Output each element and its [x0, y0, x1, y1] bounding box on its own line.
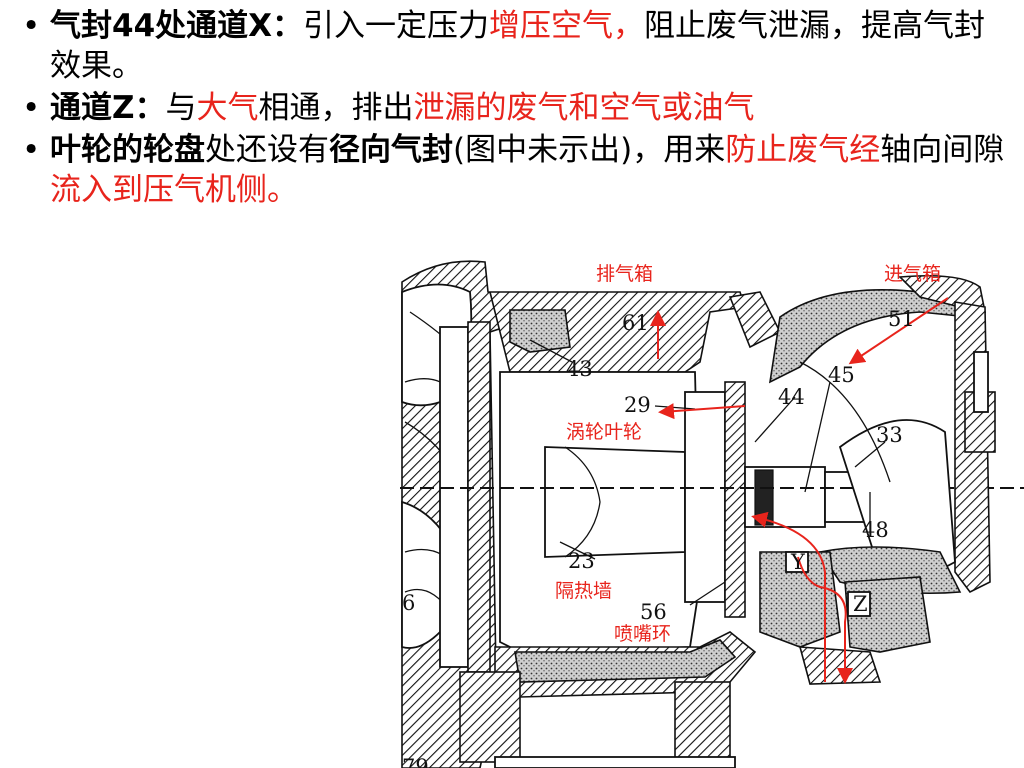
- seg: 叶轮的轮盘: [50, 132, 205, 168]
- bullet-item-seal-x: • 气封44处通道X：引入一定压力增压空气，阻止废气泄漏，提高气封效果。: [10, 6, 1014, 86]
- seg: 轴向间隙: [880, 132, 1005, 168]
- seg: 阻止废气泄漏，提高气封效果。: [50, 8, 986, 84]
- part-number-51: 51: [888, 307, 915, 331]
- seg: 泄漏的废气和空气或油气: [413, 90, 755, 126]
- part-number-61: 61: [622, 311, 649, 335]
- label-turbine-wheel: 涡轮叶轮: [566, 421, 642, 443]
- part-number-45: 45: [828, 363, 855, 387]
- bullet-dot: •: [22, 8, 41, 44]
- seg: 流入到压气机侧。: [50, 172, 298, 208]
- seg: 大气: [196, 90, 259, 126]
- label-heat-shield: 隔热墙: [555, 580, 612, 602]
- part-number-6: 6: [402, 591, 415, 615]
- bullet-dot: •: [22, 132, 41, 168]
- bullet-dot: •: [22, 90, 41, 126]
- seg: 相通，排出: [258, 90, 414, 126]
- part-number-56: 56: [640, 600, 667, 624]
- bullet-item-radial-seal: • 叶轮的轮盘处还设有径向气封(图中未示出)，用来防止废气经轴向间隙流入到压气机…: [10, 130, 1014, 210]
- seg: 气封44处通道X：: [50, 8, 304, 44]
- part-number-79: 79: [402, 755, 429, 768]
- part-number-43: 43: [566, 357, 593, 381]
- seg: 增压空气，: [489, 8, 645, 44]
- part-number-44: 44: [778, 385, 805, 409]
- part-number-29: 29: [624, 393, 651, 417]
- compressor-housing: [728, 275, 996, 595]
- label-exhaust-box: 排气箱: [596, 263, 653, 285]
- seg: 引入一定压力: [303, 8, 490, 44]
- seg: 处还设有: [205, 132, 329, 168]
- seg: (图中未示出)，用来: [453, 132, 726, 168]
- part-number-48: 48: [862, 518, 889, 542]
- channel-label-z: Z: [853, 592, 868, 616]
- nozzle-ring-area: [759, 551, 931, 685]
- label-intake-box: 进气箱: [884, 263, 941, 285]
- channel-label-y: Y: [790, 550, 806, 574]
- flow-arrows: [650, 297, 949, 684]
- label-nozzle-ring: 喷嘴环: [614, 623, 671, 645]
- seg: 通道Z：: [50, 90, 166, 126]
- turbocharger-cross-section-diagram: 排气箱 进气箱 涡轮叶轮 隔热墙 喷嘴环 61 51 43 45 44 29 3…: [400, 260, 1024, 768]
- seg: 与: [165, 90, 197, 126]
- seg: 径向气封: [329, 132, 453, 168]
- left-turbine-casing: [401, 260, 511, 768]
- part-number-23: 23: [568, 549, 595, 573]
- seg: 防止废气经: [725, 132, 881, 168]
- bullet-item-channel-z: • 通道Z：与大气相通，排出泄漏的废气和空气或油气: [10, 88, 1014, 128]
- exhaust-chamber: [459, 291, 757, 768]
- part-number-33: 33: [876, 423, 903, 447]
- bullet-list: • 气封44处通道X：引入一定压力增压空气，阻止废气泄漏，提高气封效果。 • 通…: [10, 6, 1014, 212]
